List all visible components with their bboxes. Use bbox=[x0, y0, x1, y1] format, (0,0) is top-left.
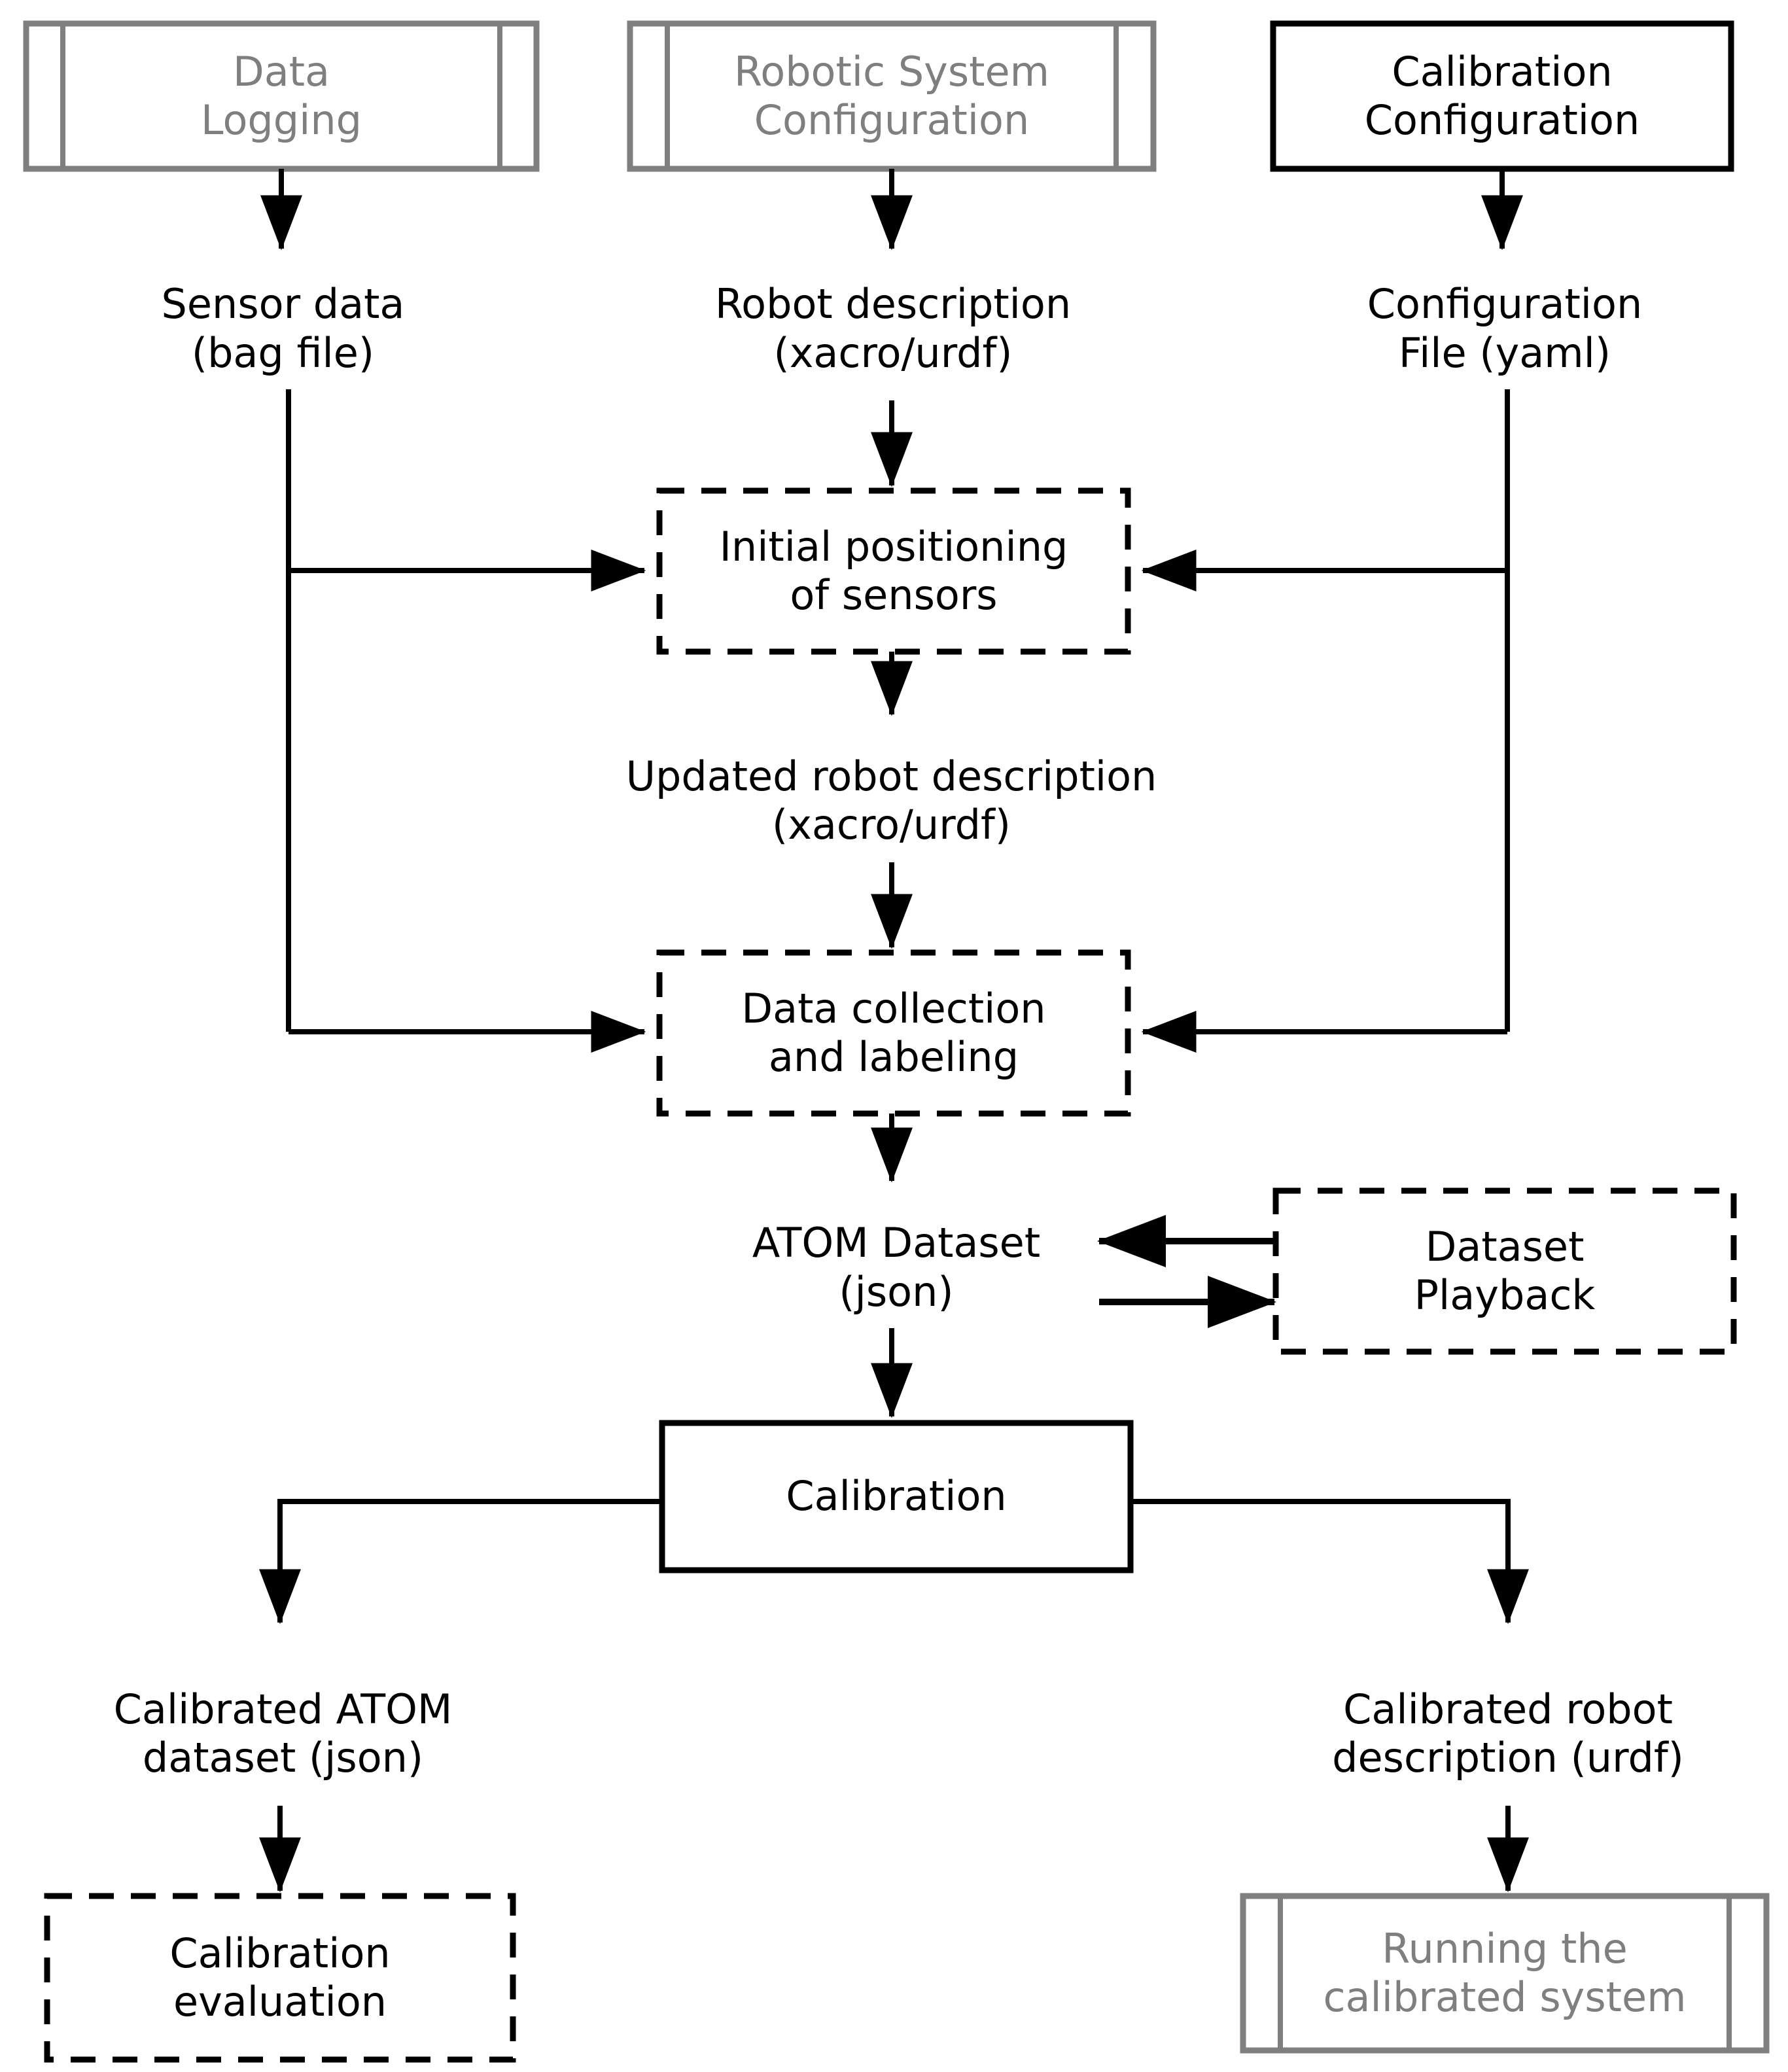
edge-calibration-to-calibrated-robot-description bbox=[1131, 1499, 1529, 1624]
edge-sensor-data-rail bbox=[286, 389, 646, 1053]
node-data-logging-shape[interactable] bbox=[23, 20, 540, 172]
node-dataset-playback-shape[interactable] bbox=[1272, 1187, 1737, 1355]
node-calibration-evaluation-shape[interactable] bbox=[44, 1893, 516, 2063]
edge-configuration-file-rail bbox=[1141, 389, 1510, 1053]
edge-calibration-to-calibrated-atom-dataset bbox=[259, 1499, 662, 1624]
node-data-collection-shape[interactable] bbox=[656, 949, 1131, 1117]
node-running-calibrated-system-shape[interactable] bbox=[1240, 1893, 1770, 2054]
node-calibration-configuration-shape[interactable] bbox=[1270, 20, 1734, 172]
node-calibration-shape[interactable] bbox=[659, 1420, 1134, 1573]
node-robotic-system-configuration-shape[interactable] bbox=[627, 20, 1157, 172]
node-initial-positioning-shape[interactable] bbox=[656, 487, 1131, 655]
